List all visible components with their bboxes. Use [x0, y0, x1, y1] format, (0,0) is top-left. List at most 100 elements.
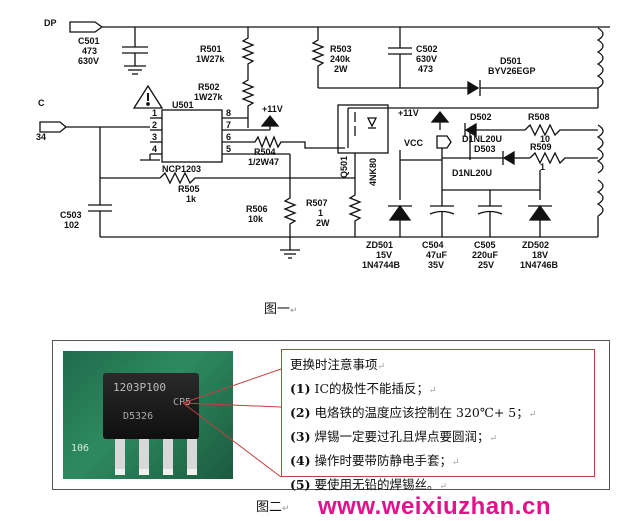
label-zd502-voltage: 18V — [532, 250, 548, 260]
pin-3: 3 — [152, 132, 157, 142]
label-r502-value: 1W27k — [194, 92, 224, 102]
r501-r502-resistors — [241, 27, 255, 128]
label-r507-power: 2W — [316, 218, 330, 228]
r506-resistor — [283, 178, 297, 237]
label-c501: C501 — [78, 36, 100, 46]
label-r509-value: 1 — [540, 162, 545, 172]
label-r501: R501 — [200, 44, 222, 54]
watermark: www.weixiuzhan.cn — [318, 493, 551, 520]
note-item: (4) 操作时要带防静电手套；↵ — [290, 453, 460, 468]
chip-marking-3: CP5 — [173, 397, 192, 408]
label-r502: R502 — [198, 82, 220, 92]
zd501-zener — [388, 204, 412, 221]
label-c505: C505 — [474, 240, 496, 250]
pin-1: 1 — [152, 108, 157, 118]
label-r501-value: 1W27k — [196, 54, 226, 64]
label-c505-voltage: 25V — [478, 260, 494, 270]
pin-2: 2 — [152, 120, 157, 130]
label-r505-value: 1k — [186, 194, 197, 204]
label-zd501-voltage: 15V — [376, 250, 392, 260]
label-dp: DP — [44, 18, 57, 28]
label-r503: R503 — [330, 44, 352, 54]
label-ncp1203: NCP1203 — [162, 164, 201, 174]
notes-title: 更换时注意事项↵ — [290, 357, 386, 372]
label-r508-value: 10 — [540, 134, 550, 144]
note-item: (3) 焊锡一定要过孔且焊点要圆润；↵ — [290, 429, 498, 444]
d503-diode — [502, 150, 515, 166]
ic-photo: 1203P100 D5326 CP5 106 — [63, 351, 233, 479]
label-zd502: ZD502 — [522, 240, 549, 250]
ic-pin — [139, 439, 149, 475]
label-d501: D501 — [500, 56, 522, 66]
label-r505: R505 — [178, 184, 200, 194]
d501-diode — [467, 80, 480, 96]
u501-ic — [161, 109, 223, 163]
label-d501-value: BYV26EGP — [488, 66, 536, 76]
schematic-diagram: DP C 34 C501 473 630V R501 1W27k R502 1W… — [36, 18, 610, 270]
label-zd502-part: 1N4746B — [520, 260, 559, 270]
note-item: (1) IC的极性不能插反；↵ — [290, 381, 437, 396]
label-r506-value: 10k — [248, 214, 264, 224]
label-r507-value: 1 — [318, 208, 323, 218]
c-terminal — [39, 121, 68, 133]
label-r508: R508 — [528, 112, 550, 122]
label-c502-voltage: 630V — [416, 54, 437, 64]
label-r509: R509 — [530, 142, 552, 152]
label-c504: C504 — [422, 240, 444, 250]
r509-resistor — [529, 151, 598, 165]
label-c502-value: 473 — [418, 64, 433, 74]
label-34: 34 — [36, 132, 46, 142]
label-d503-value: D1NL20U — [452, 168, 492, 178]
label-c504-value: 47uF — [426, 250, 448, 260]
label-c504-voltage: 35V — [428, 260, 444, 270]
label-11v-1: +11V — [262, 104, 283, 114]
transformer-secondary — [596, 124, 604, 174]
transformer-aux — [596, 179, 604, 217]
label-r504-value: 1/2W47 — [248, 157, 279, 167]
vcc-arrow-icon-2 — [430, 110, 450, 123]
label-c503-value: 102 — [64, 220, 79, 230]
label-d502-value: D1NL20U — [462, 134, 502, 144]
label-zd501-part: 1N4744B — [362, 260, 401, 270]
label-c501-voltage: 630V — [78, 56, 99, 66]
label-c501-value: 473 — [82, 46, 97, 56]
zd502-zener — [528, 204, 552, 221]
r507-resistor — [348, 178, 362, 237]
label-r504: R504 — [254, 147, 276, 157]
label-r503-power: 2W — [334, 64, 348, 74]
pin-7: 7 — [226, 120, 231, 130]
r503-resistor — [311, 27, 325, 88]
board-marking: 106 — [71, 443, 90, 454]
note-item: (2) 电烙铁的温度应该控制在 320℃+ 5；↵ — [290, 405, 537, 420]
label-d503: D503 — [474, 144, 496, 154]
label-q501: Q501 — [339, 156, 349, 178]
pin-6: 6 — [226, 132, 231, 142]
figure2-caption: 图二↵ — [256, 500, 290, 515]
label-u501: U501 — [172, 100, 194, 110]
vcc-terminal — [436, 135, 452, 149]
ic-pin — [163, 439, 173, 475]
label-c: C — [38, 98, 45, 108]
r508-resistor — [524, 123, 598, 137]
label-c503: C503 — [60, 210, 82, 220]
label-c502: C502 — [416, 44, 438, 54]
label-q501-part: 4NK80 — [368, 158, 378, 186]
label-vcc: VCC — [404, 138, 424, 148]
figure1-caption: 图一↵ — [264, 302, 298, 317]
note-item: (5) 要使用无铅的焊锡丝。↵ — [290, 477, 448, 492]
pin-5: 5 — [226, 144, 231, 154]
photo-panel: 1203P100 D5326 CP5 106 更换时注意事项↵ (1) IC的极… — [52, 340, 610, 492]
vcc-arrow-icon — [260, 114, 280, 127]
label-r507: R507 — [306, 198, 328, 208]
pin-4: 4 — [152, 144, 157, 154]
chip-marking-2: D5326 — [123, 411, 154, 422]
label-c505-value: 220uF — [472, 250, 499, 260]
label-r506: R506 — [246, 204, 268, 214]
r505-resistor — [159, 171, 290, 185]
q501-mosfet — [337, 104, 389, 154]
label-r503-value: 240k — [330, 54, 351, 64]
chip-marking-1: 1203P100 — [113, 381, 166, 394]
label-zd501: ZD501 — [366, 240, 393, 250]
ic-pin — [115, 439, 125, 475]
ic-chip-image — [103, 373, 199, 439]
